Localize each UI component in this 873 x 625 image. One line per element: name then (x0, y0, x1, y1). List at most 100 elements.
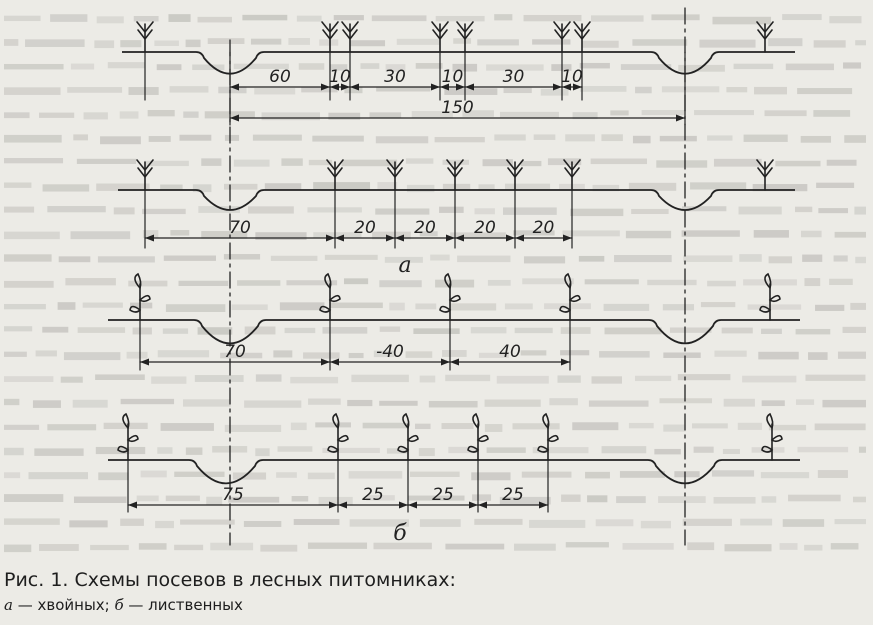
row-a2-dim-1-arrow-left (145, 234, 154, 242)
bleed-word (733, 63, 774, 70)
bleed-word (562, 230, 620, 237)
row-a1-dim-total-label: 150 (441, 98, 473, 118)
bleed-word (69, 520, 108, 528)
bleed-word (631, 208, 669, 215)
row-b1-seedling-4-leaf-right (568, 294, 581, 303)
bleed-word (834, 231, 866, 238)
bleed-word (286, 280, 338, 286)
bleed-word (740, 518, 773, 526)
bleed-word (179, 134, 212, 141)
bleed-word (341, 159, 398, 167)
bleed-word (805, 374, 866, 381)
row-b1-dim-2-arrow-left (330, 358, 339, 366)
bleed-word (800, 135, 832, 143)
bleed-word (760, 472, 810, 479)
bleed-word (683, 255, 733, 262)
bleed-word (232, 472, 267, 480)
bleed-word (808, 352, 828, 360)
row-b1-seedling-2-leaf-top (324, 272, 332, 290)
bleed-word (532, 447, 589, 454)
bleed-word (599, 351, 650, 358)
bleed-word (250, 38, 282, 45)
bleed-word (201, 158, 222, 166)
bleed-word (694, 110, 754, 116)
bleed-word (57, 302, 76, 310)
bleed-word (192, 64, 225, 71)
bleed-word (549, 398, 578, 406)
row-b2-seedling-2-leaf-top (332, 412, 340, 430)
bleed-word (540, 88, 569, 96)
bleed-word (375, 136, 429, 144)
bleed-word (107, 62, 146, 69)
row-a1-seedling-8-needles-lower (757, 29, 773, 41)
bleed-word (855, 40, 866, 46)
row-b2-seedling-4-leaf-top (472, 412, 480, 430)
bleed-word (360, 63, 380, 69)
bleed-word (4, 231, 60, 240)
bleed-word (369, 112, 402, 118)
row-b2-seedling-2-leaf-right (336, 434, 349, 443)
row-a2-seedling-6-needles-lower (564, 167, 580, 179)
caption-text-a: — хвойных; (12, 596, 115, 614)
bleed-word (34, 448, 84, 456)
bleed-word (157, 447, 173, 454)
row-a1-dim-5-label: 30 (503, 67, 525, 87)
bleed-word (430, 254, 450, 261)
row-b1-seedling-2-leaf-left (319, 305, 332, 313)
bleed-word (817, 470, 848, 478)
bleed-word (25, 39, 85, 47)
bleed-word (415, 423, 431, 430)
bleed-word (529, 519, 586, 528)
bleed-word (163, 255, 216, 261)
bleed-word (804, 278, 821, 287)
bleed-word (486, 447, 526, 453)
row-a1-ground (122, 51, 795, 75)
row-b1-seedling-2-leaf-right (328, 294, 341, 303)
row-a1-dim-4-arrow-left (440, 83, 449, 91)
row-a1-dim-3-arrow-right (431, 83, 440, 91)
row-b2-seedling-3-leaf-right (406, 434, 419, 443)
bleed-word (699, 39, 756, 48)
bleed-word (128, 280, 168, 287)
bleed-word (100, 136, 141, 145)
bleed-word (183, 111, 199, 118)
bleed-word (318, 496, 353, 505)
bleed-word (640, 520, 671, 529)
bleed-word (775, 160, 821, 167)
bleed-word (700, 302, 736, 308)
row-b1-seedling-3-leaf-right (448, 294, 461, 303)
row-b2-dim-3-label: 25 (432, 485, 454, 505)
row-a2-seedling-1-needles-upper (136, 159, 154, 172)
bleed-word (714, 350, 747, 357)
row-b2-seedling-6-leaf-left (761, 445, 774, 453)
bleed-word (343, 278, 369, 285)
bleed-word (4, 280, 54, 288)
bleed-word (373, 542, 432, 550)
bleed-word (818, 208, 849, 214)
bleed-word (448, 446, 478, 454)
bleed-word (758, 351, 799, 360)
row-a1-seedling-6-needles-upper (553, 21, 571, 34)
bleed-word (435, 279, 475, 288)
bleed-word (279, 302, 325, 311)
bleed-word (197, 16, 232, 23)
row-a2-dim-4-arrow-left (455, 234, 464, 242)
bleed-word (373, 350, 395, 358)
bleed-word (418, 448, 435, 457)
bleed-word (4, 326, 33, 332)
bleed-word (471, 472, 511, 481)
bleed-word (619, 471, 666, 478)
bleed-word (413, 328, 460, 334)
bleed-word (830, 543, 859, 550)
bleed-word (293, 518, 340, 525)
row-a1-seedling-1 (136, 21, 154, 53)
row-b2-seedling-2 (327, 412, 349, 461)
row-a1-seedling-5-needles-upper (456, 21, 474, 34)
bleed-word (220, 352, 263, 359)
bleed-word (523, 256, 566, 264)
bleed-word (371, 15, 427, 22)
bleed-word (747, 304, 802, 310)
bleed-word (570, 208, 624, 217)
bleed-word (276, 472, 297, 478)
bleed-word (362, 422, 408, 429)
